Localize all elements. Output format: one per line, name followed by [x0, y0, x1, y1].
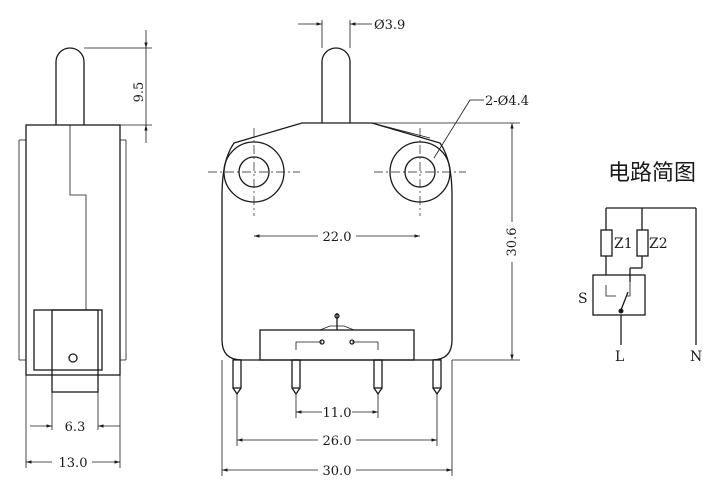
- label-s: S: [578, 291, 588, 307]
- circuit-schematic: 电路简图 Z1 Z2 S L N: [578, 161, 702, 365]
- label-z1: Z1: [614, 236, 633, 252]
- label-z2: Z2: [649, 236, 668, 252]
- label-l: L: [615, 349, 624, 365]
- front-view: Ø3.9 2-Ø4.4 22.0 30.6 11.0 26.0 30.0: [208, 18, 529, 479]
- dim-overall-width: 30.0: [323, 464, 352, 479]
- dim-outer-terminals: 26.0: [323, 434, 352, 449]
- dim-inner-terminals: 11.0: [323, 406, 352, 421]
- dim-plunger-travel: 9.5: [132, 82, 147, 103]
- terminal-pins: [232, 359, 442, 396]
- dim-terminal-width: 6.3: [65, 420, 86, 435]
- dim-height: 30.6: [505, 228, 520, 257]
- dim-hole-spacing: 22.0: [323, 230, 352, 245]
- schematic-title: 电路简图: [608, 161, 696, 186]
- dim-side-width: 13.0: [59, 456, 88, 471]
- label-n: N: [690, 349, 702, 365]
- dim-pin-diameter: Ø3.9: [374, 18, 405, 33]
- dim-mount-holes: 2-Ø4.4: [485, 94, 529, 109]
- side-view: 9.5 6.3 13.0: [18, 30, 152, 471]
